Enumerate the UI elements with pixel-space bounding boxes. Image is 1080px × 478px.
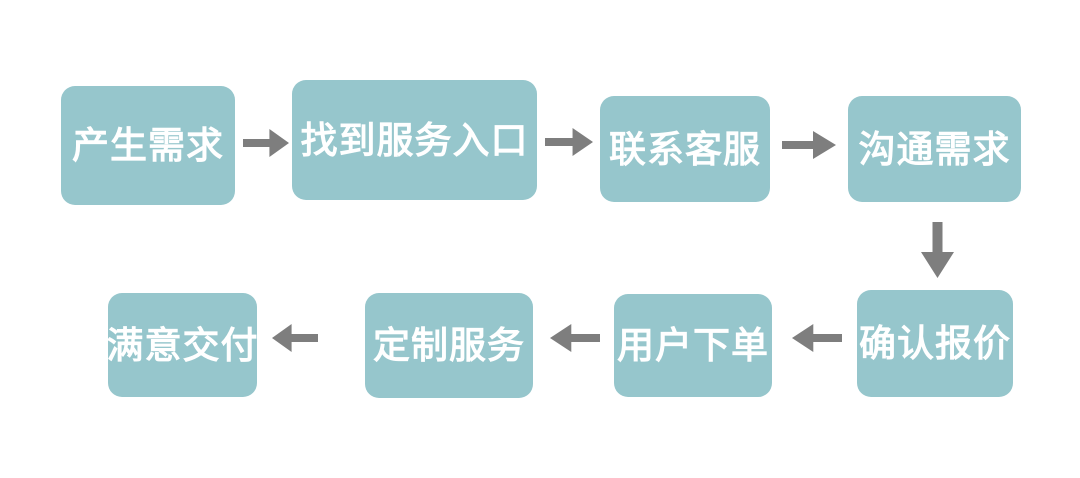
step-box-custom-service: 定制服务 bbox=[365, 293, 533, 398]
step-box-find-service-entry: 找到服务入口 bbox=[292, 80, 537, 200]
step-box-generate-demand: 产生需求 bbox=[61, 86, 235, 205]
connector-5 bbox=[792, 324, 842, 352]
connector-4 bbox=[921, 222, 954, 278]
arrow-right-icon bbox=[545, 128, 593, 156]
arrow-down-icon bbox=[921, 222, 954, 278]
step-label: 找到服务入口 bbox=[300, 118, 529, 162]
step-label: 用户下单 bbox=[617, 324, 769, 367]
connector-6 bbox=[550, 324, 600, 352]
connector-1 bbox=[243, 129, 289, 157]
arrow-left-icon bbox=[550, 324, 600, 352]
arrow-right-icon bbox=[782, 131, 836, 159]
connector-7 bbox=[272, 324, 318, 352]
step-box-confirm-quote: 确认报价 bbox=[857, 290, 1013, 397]
step-label: 联系客服 bbox=[609, 127, 761, 171]
step-box-satisfied-delivery: 满意交付 bbox=[106, 293, 259, 397]
step-label: 产生需求 bbox=[72, 124, 224, 167]
arrow-left-icon bbox=[792, 324, 842, 352]
step-label: 沟通需求 bbox=[858, 127, 1011, 171]
arrow-left-icon bbox=[272, 324, 318, 352]
arrow-right-icon bbox=[243, 129, 289, 157]
step-label: 定制服务 bbox=[373, 324, 525, 367]
step-box-contact-support: 联系客服 bbox=[600, 96, 770, 202]
step-label: 满意交付 bbox=[106, 323, 259, 367]
step-label: 确认报价 bbox=[859, 322, 1011, 365]
step-box-communicate-needs: 沟通需求 bbox=[848, 96, 1021, 202]
connector-2 bbox=[545, 128, 593, 156]
step-box-user-places-order: 用户下单 bbox=[614, 294, 772, 397]
connector-3 bbox=[782, 131, 836, 159]
